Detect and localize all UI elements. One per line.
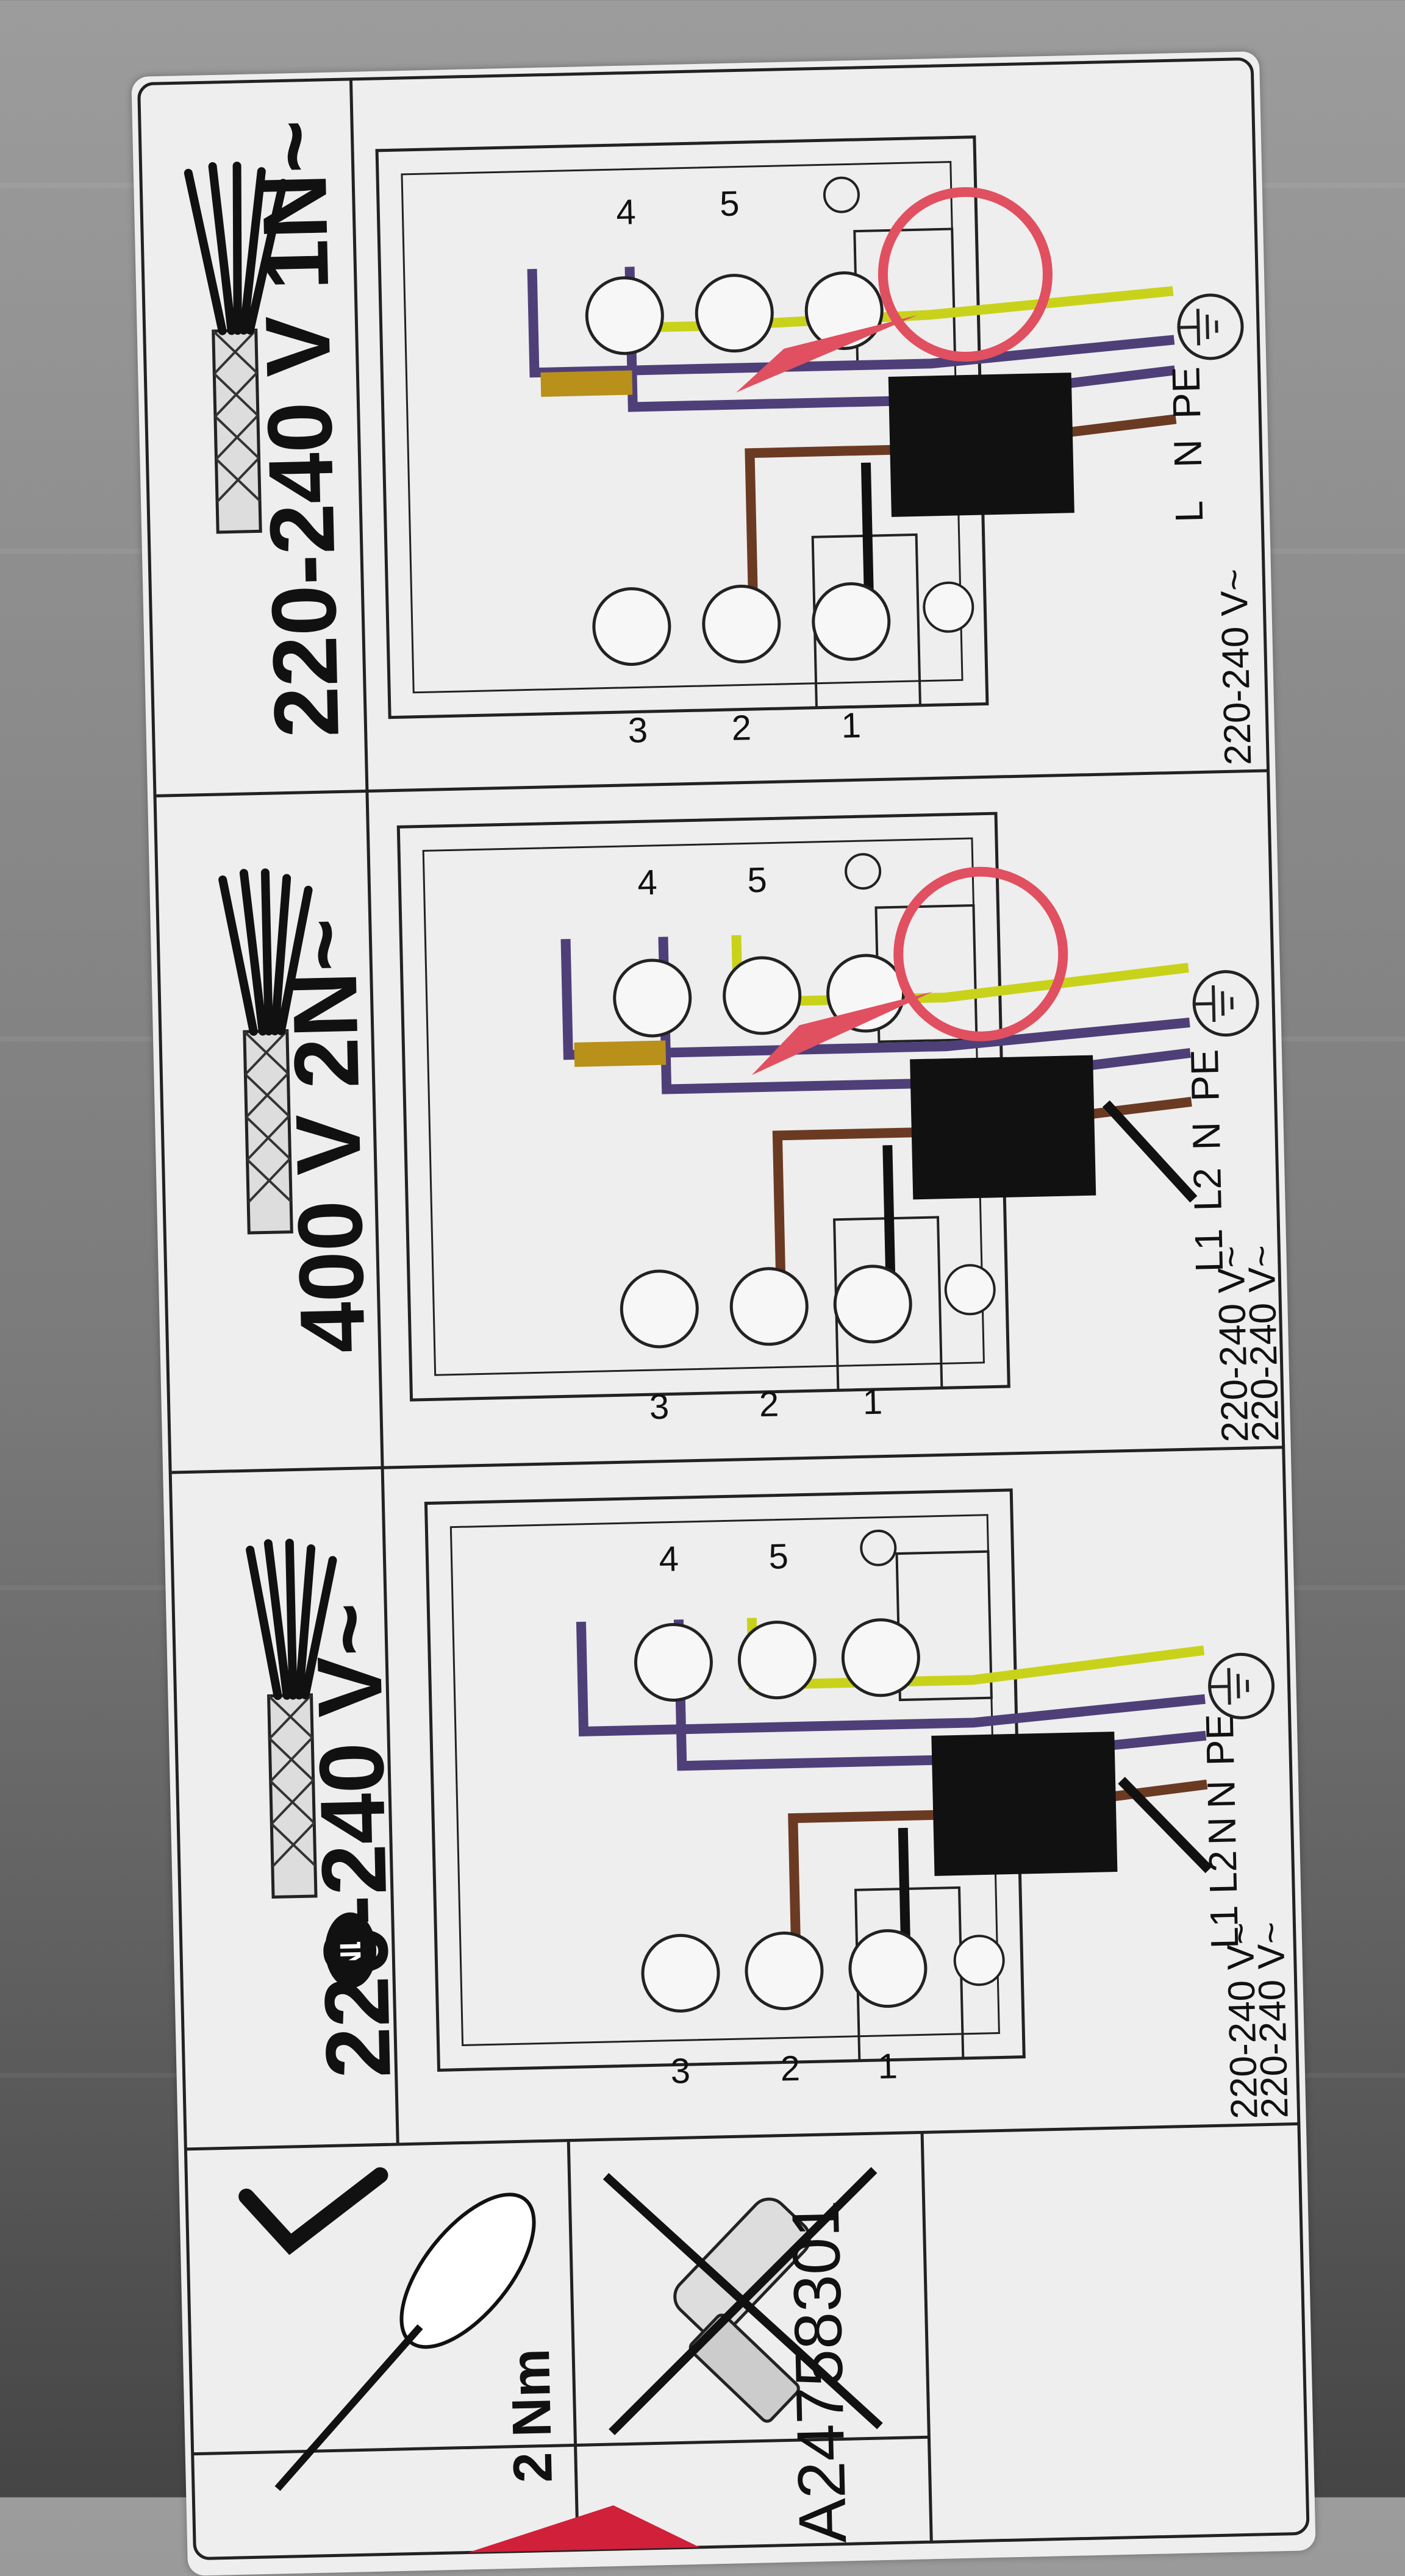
ground-icon-small: [860, 1529, 897, 1566]
conductor-n2: N: [1199, 1780, 1243, 1809]
highlight-circle: [878, 187, 1053, 362]
terminal-1: 1: [841, 705, 862, 746]
panel-3-title: 220-240 V~: [296, 1602, 410, 2079]
wire-l1: [882, 1100, 1198, 1292]
bridge-gold: [574, 1040, 667, 1067]
warning-triangle-icon: [468, 2505, 700, 2553]
terminal-2: 2: [759, 1384, 779, 1424]
conductor-n: N: [1165, 439, 1210, 468]
title-column-divider: [349, 79, 399, 2144]
conductor-pe: PE: [1198, 1713, 1243, 1766]
torque-label: 2 Nm: [500, 2348, 564, 2483]
tools-divider-2: [920, 2132, 933, 2542]
conductor-pe: PE: [1182, 1049, 1228, 1102]
panel-divider-1: [154, 769, 1268, 797]
conductor-pe: PE: [1164, 366, 1209, 419]
cable-icon: [246, 1538, 337, 1899]
terminal-3: 3: [670, 2051, 691, 2091]
ground-icon-small: [823, 176, 860, 213]
terminal-4: 4: [659, 1539, 679, 1579]
no-power-drill-icon: [602, 2167, 883, 2436]
voltage-line-1: 220-240 V~: [1219, 1922, 1265, 2119]
highlight-circle: [893, 866, 1068, 1041]
voltage-line-1: 220-240 V~: [1210, 1245, 1256, 1443]
wire-pe: [746, 1618, 1205, 1690]
terminal-2: 2: [780, 2049, 801, 2089]
conductor-l2: L2: [1201, 1850, 1246, 1894]
part-number: A24758301: [778, 2199, 861, 2544]
screwdriver-icon: [274, 2192, 536, 2491]
panel-divider-2: [170, 1446, 1284, 1474]
nl-badge-text: NL: [334, 1932, 367, 1972]
terminal-5: 5: [768, 1536, 789, 1577]
terminal-2: 2: [731, 708, 752, 748]
terminal-5: 5: [747, 860, 768, 901]
panel-2: 400 V 2N~ 4 5 3 2 1 PE N: [218, 812, 1287, 1443]
panel-3: NL 220-240 V~ 4 5 3 2 1 PE N: [246, 1488, 1296, 2119]
cable-sheath: [910, 1055, 1096, 1200]
wire-bridge-black: [860, 462, 874, 609]
ground-icon-small: [845, 853, 882, 890]
panel-1-title: 220-240 V 1N~: [241, 119, 358, 739]
cable-sheath: [888, 373, 1074, 517]
voltage-line-2: 220-240 V~: [1240, 1244, 1287, 1442]
ground-icon: [1177, 293, 1244, 360]
terminal-4: 4: [616, 192, 637, 232]
checkmark-icon: [238, 2167, 388, 2255]
conductor-l: L: [1167, 500, 1211, 523]
wire-pe: [731, 935, 1189, 1007]
conductor-l2: L2: [1185, 1167, 1230, 1211]
terminal-5: 5: [719, 184, 740, 224]
terminal-1: 1: [862, 1382, 883, 1422]
cable-icon: [184, 162, 288, 534]
terminal-4: 4: [637, 863, 658, 903]
terminal-1: 1: [878, 2046, 898, 2086]
cable-icon: [218, 868, 313, 1235]
conductor-l1: L1: [1187, 1228, 1232, 1272]
wire-n: [560, 939, 1190, 1060]
panel-divider-3: [185, 2122, 1299, 2151]
bridge-gold: [540, 370, 633, 397]
ground-icon: [1208, 1652, 1275, 1719]
voltage-line-2: 220-240 V~: [1249, 1921, 1296, 2119]
cable-sheath: [931, 1732, 1118, 1876]
conductor-n: N: [1184, 1121, 1229, 1151]
panel-1: 220-240 V 1N~ 4 5 3 2 1: [184, 119, 1259, 766]
conductor-n1: N: [1199, 1816, 1244, 1846]
nl-country-badge: NL: [325, 1912, 377, 1988]
wire-n: [527, 268, 1175, 378]
ground-icon: [1192, 970, 1259, 1037]
panel-2-title: 400 V 2N~: [272, 917, 384, 1354]
terminal-screws: [634, 1618, 1005, 2013]
tools-divider-1: [567, 2140, 579, 2550]
wiring-label: 220-240 V 1N~ 4 5 3 2 1: [131, 51, 1316, 2576]
tools-section: 2 Nm A24758301: [238, 2167, 883, 2553]
highlight-arrow: [751, 991, 933, 1076]
terminal-screws: [613, 954, 996, 1349]
voltage-line-1: 220-240 V~: [1213, 568, 1259, 766]
wire-n1: [576, 1621, 1206, 1737]
conductor-l1: L1: [1202, 1905, 1247, 1949]
terminal-3: 3: [627, 710, 648, 751]
terminal-3: 3: [649, 1387, 670, 1427]
